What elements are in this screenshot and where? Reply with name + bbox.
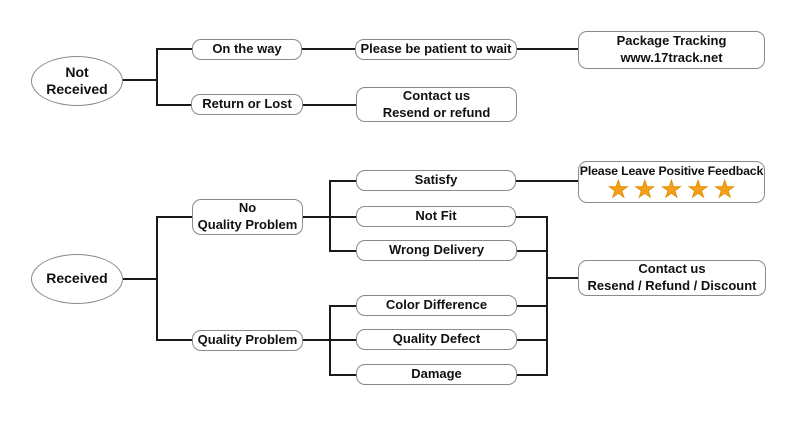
connector-line bbox=[123, 278, 157, 280]
node-label: Package Tracking bbox=[616, 33, 727, 49]
node-wrong-delivery: Wrong Delivery bbox=[356, 240, 517, 261]
node-label: www.17track.net bbox=[620, 50, 723, 65]
node-on-the-way: On the way bbox=[192, 39, 302, 60]
connector-line bbox=[303, 216, 330, 218]
node-received: Received bbox=[31, 254, 123, 304]
connector-line bbox=[156, 339, 192, 341]
node-color-difference: Color Difference bbox=[356, 295, 517, 316]
connector-line bbox=[517, 339, 547, 341]
connector-line bbox=[156, 48, 158, 106]
connector-line bbox=[517, 305, 547, 307]
node-label: Received bbox=[46, 81, 108, 97]
connector-line bbox=[156, 48, 192, 50]
node-label: Quality Problem bbox=[197, 217, 298, 232]
connector-line bbox=[546, 277, 578, 279]
node-quality-problem: Quality Problem bbox=[192, 330, 303, 351]
connector-line bbox=[546, 216, 548, 376]
five-star-rating: ★★★★★ bbox=[607, 177, 742, 204]
connector-line bbox=[517, 374, 547, 376]
connector-line bbox=[329, 180, 356, 182]
node-label: Damage bbox=[411, 366, 462, 382]
node-label: Color Difference bbox=[385, 297, 488, 313]
node-label: Quality Defect bbox=[392, 331, 481, 347]
node-label: Not Fit bbox=[415, 208, 457, 224]
connector-line bbox=[516, 180, 578, 182]
node-no-quality-problem: No Quality Problem bbox=[192, 199, 303, 235]
node-quality-defect: Quality Defect bbox=[356, 329, 517, 350]
connector-line bbox=[329, 250, 356, 252]
node-label: Please Leave Positive Feedback bbox=[579, 163, 764, 178]
connector-line bbox=[122, 79, 157, 81]
connector-line bbox=[329, 305, 356, 307]
node-positive-feedback: Please Leave Positive Feedback ★★★★★ bbox=[578, 161, 765, 203]
node-label: Satisfy bbox=[414, 172, 458, 188]
connector-line bbox=[329, 374, 356, 376]
node-label: On the way bbox=[212, 41, 282, 57]
node-label: Received bbox=[46, 270, 108, 287]
connector-line bbox=[156, 216, 158, 341]
connector-line bbox=[156, 216, 192, 218]
node-label: Contact us bbox=[402, 87, 471, 103]
node-not-received: Not Received bbox=[31, 56, 123, 106]
node-label: No bbox=[238, 200, 257, 216]
node-label: Resend or refund bbox=[382, 104, 491, 120]
node-not-fit: Not Fit bbox=[356, 206, 516, 227]
connector-line bbox=[302, 48, 355, 50]
node-contact-resend-refund: Contact us Resend or refund bbox=[356, 87, 517, 122]
node-label: Quality Problem bbox=[197, 332, 298, 348]
node-be-patient: Please be patient to wait bbox=[355, 39, 517, 60]
connector-line bbox=[303, 339, 330, 341]
node-return-or-lost: Return or Lost bbox=[191, 94, 303, 115]
node-damage: Damage bbox=[356, 364, 517, 385]
node-label: Return or Lost bbox=[202, 96, 292, 112]
connector-line bbox=[329, 339, 356, 341]
node-label: Please be patient to wait bbox=[360, 41, 512, 57]
node-package-tracking: Package Tracking www.17track.net bbox=[578, 31, 765, 69]
connector-line bbox=[516, 216, 547, 218]
connector-line bbox=[303, 104, 356, 106]
connector-line bbox=[517, 250, 547, 252]
node-contact-resend-refund-discount: Contact us Resend / Refund / Discount bbox=[578, 260, 766, 296]
node-label: Wrong Delivery bbox=[388, 242, 485, 258]
connector-line bbox=[156, 104, 191, 106]
node-satisfy: Satisfy bbox=[356, 170, 516, 191]
node-label: Resend / Refund / Discount bbox=[587, 278, 757, 293]
connector-line bbox=[329, 216, 356, 218]
node-label: Not bbox=[65, 63, 89, 80]
node-label: Contact us bbox=[638, 261, 706, 277]
connector-line bbox=[517, 48, 578, 50]
